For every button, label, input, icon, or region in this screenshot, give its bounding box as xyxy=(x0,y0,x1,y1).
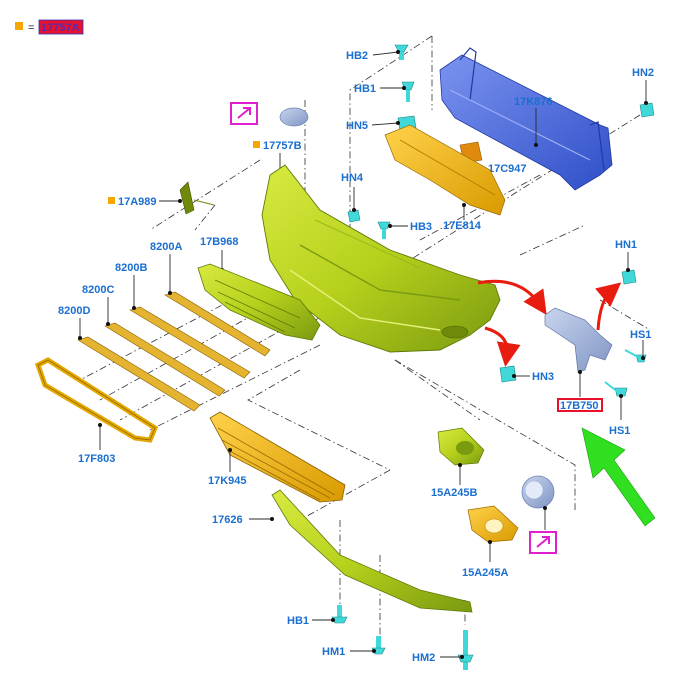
legend-code-highlight xyxy=(39,20,83,34)
arrow-up-right-icon xyxy=(536,536,550,548)
label-hn4[interactable]: HN4 xyxy=(341,172,364,184)
small-bracket[interactable] xyxy=(179,181,215,215)
tow-eye-cover[interactable] xyxy=(279,107,309,127)
fog-lamp-bezel-a[interactable] xyxy=(467,505,519,543)
label-hs1-upper[interactable]: HS1 xyxy=(630,329,651,341)
trim-strip-c[interactable] xyxy=(104,322,226,397)
label-hn1[interactable]: HN1 xyxy=(615,239,637,251)
label-17k945[interactable]: 17K945 xyxy=(208,475,247,487)
lower-valance[interactable] xyxy=(271,489,473,613)
label-hm2[interactable]: HM2 xyxy=(412,652,435,664)
hn3-clip[interactable] xyxy=(499,365,517,383)
label-17757b[interactable]: 17757B xyxy=(263,140,302,152)
label-17e814[interactable]: 17E814 xyxy=(443,220,482,232)
label-17c947[interactable]: 17C947 xyxy=(488,163,527,175)
label-15a245a[interactable]: 15A245A xyxy=(462,567,509,579)
legend-swatch-icon xyxy=(15,22,23,30)
label-17626[interactable]: 17626 xyxy=(212,514,243,526)
side-bracket[interactable] xyxy=(544,307,613,373)
label-17f803[interactable]: 17F803 xyxy=(78,453,115,465)
label-8200a[interactable]: 8200A xyxy=(150,241,182,253)
label-17b968[interactable]: 17B968 xyxy=(200,236,239,248)
upper-bracket[interactable] xyxy=(384,124,506,216)
lower-grille[interactable] xyxy=(209,411,346,503)
label-17b750[interactable]: 17B750 xyxy=(560,400,599,412)
hn1-nut[interactable] xyxy=(621,269,637,285)
label-8200b[interactable]: 8200B xyxy=(115,262,147,274)
hm2-screw[interactable] xyxy=(457,630,474,670)
red-arrow-lower xyxy=(484,326,521,367)
label-17a989[interactable]: 17A989 xyxy=(118,196,157,208)
label-hb1-bottom[interactable]: HB1 xyxy=(287,615,309,627)
arrow-up-right-icon xyxy=(237,107,251,119)
label-hn2[interactable]: HN2 xyxy=(632,67,654,79)
hs1-screw-lower[interactable] xyxy=(604,381,628,397)
label-hb2[interactable]: HB2 xyxy=(346,50,368,62)
grille-panel[interactable] xyxy=(197,263,321,341)
label-15a245b[interactable]: 15A245B xyxy=(431,487,478,499)
label-hn5[interactable]: HN5 xyxy=(346,120,368,132)
trim-strip-b[interactable] xyxy=(129,306,251,379)
fog-lamp[interactable] xyxy=(521,475,555,509)
label-8200d[interactable]: 8200D xyxy=(58,305,90,317)
red-arrow-right xyxy=(595,282,622,331)
swatch-17a989 xyxy=(108,197,115,204)
swatch-17757b xyxy=(253,141,260,148)
label-hb3[interactable]: HB3 xyxy=(410,221,432,233)
reinforcement-beam[interactable] xyxy=(439,47,613,191)
hb1-top-clip[interactable] xyxy=(401,81,415,102)
legend-equals: = xyxy=(28,22,34,34)
link-box-bottom[interactable] xyxy=(529,531,557,554)
grille-surround[interactable] xyxy=(34,357,159,443)
hb3-clip[interactable] xyxy=(377,221,391,239)
label-17k876[interactable]: 17K876 xyxy=(514,96,553,108)
label-hb1-top[interactable]: HB1 xyxy=(354,83,376,95)
label-hs1-lower[interactable]: HS1 xyxy=(609,425,630,437)
legend-code[interactable]: 17757A xyxy=(41,22,80,34)
red-arrow-upper xyxy=(477,279,547,315)
hn2-nut[interactable] xyxy=(639,102,655,118)
label-8200c[interactable]: 8200C xyxy=(82,284,114,296)
fog-lamp-bezel-b[interactable] xyxy=(437,427,485,466)
trim-strip-d[interactable] xyxy=(77,336,201,412)
link-box-top[interactable] xyxy=(230,102,258,125)
green-arrow xyxy=(581,427,656,527)
label-hm1[interactable]: HM1 xyxy=(322,646,345,658)
label-hn3[interactable]: HN3 xyxy=(532,371,554,383)
bumper-cover[interactable] xyxy=(261,164,501,353)
